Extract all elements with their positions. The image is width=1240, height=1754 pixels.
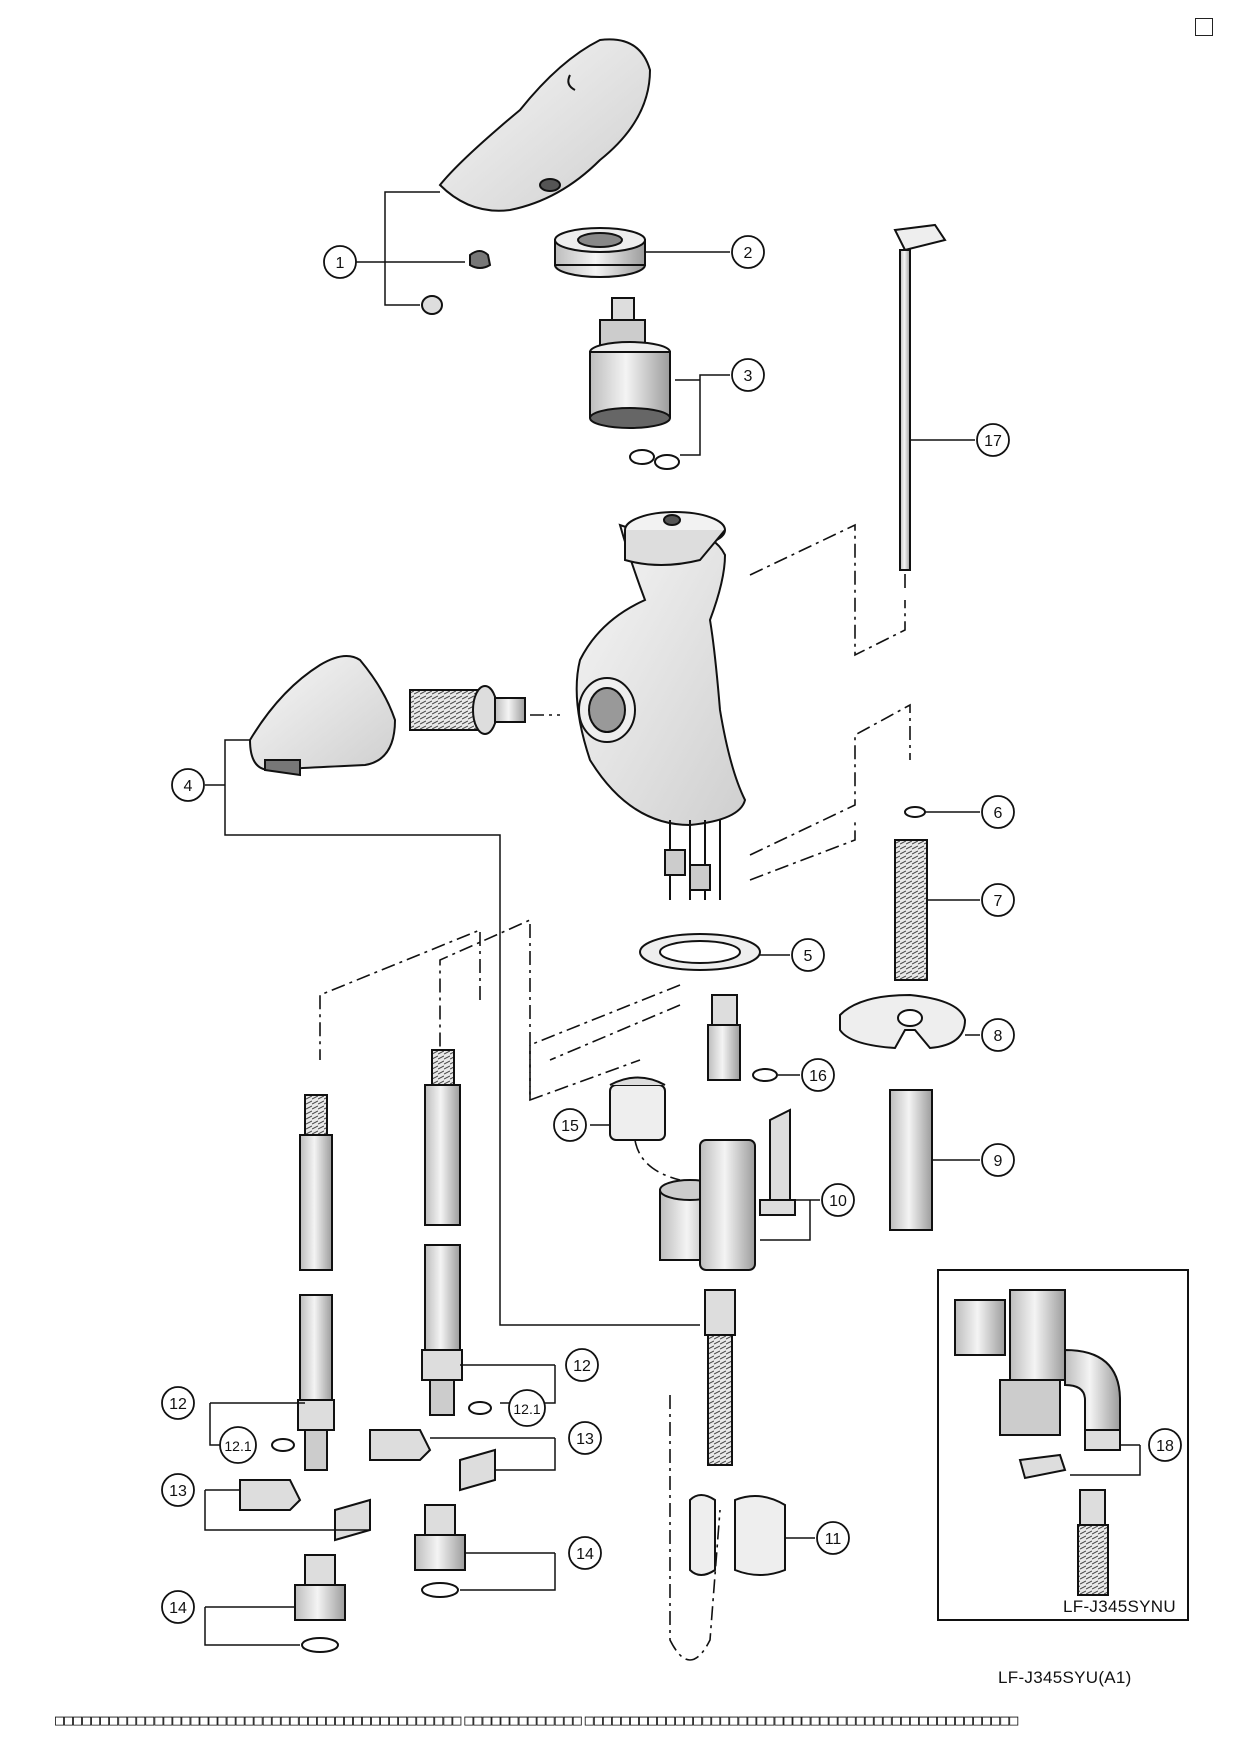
base-gasket (639, 933, 761, 971)
callout-1: 1 (323, 245, 357, 279)
hose-mid (421, 1049, 463, 1416)
leader-14b (460, 1552, 556, 1591)
callout-6: 6 (981, 795, 1015, 829)
o-ring-6 (904, 806, 926, 818)
leader-18 (1070, 1444, 1141, 1476)
threaded-rod-7 (894, 839, 928, 981)
callout-label: 12.1 (513, 1401, 540, 1417)
leader-13a (204, 1489, 370, 1531)
callout-12: 12 (565, 1348, 599, 1382)
cap-nut (554, 227, 646, 278)
o-ring-12-1b (468, 1401, 492, 1415)
leader-4 (224, 739, 700, 1326)
leader-1 (350, 191, 465, 306)
callout-12-1: 12.1 (508, 1389, 546, 1427)
callout-label: 13 (576, 1431, 594, 1448)
callout-label: 15 (561, 1118, 579, 1135)
callout-label: 13 (169, 1483, 187, 1500)
clip (609, 1076, 666, 1141)
callout-label: 17 (984, 433, 1002, 450)
callout-2: 2 (731, 235, 765, 269)
callout-8: 8 (981, 1018, 1015, 1052)
callout-label: 4 (184, 778, 193, 795)
callout-13: 13 (161, 1473, 195, 1507)
callout-13: 13 (568, 1421, 602, 1455)
callout-18: 18 (1148, 1428, 1182, 1462)
guide-lines (319, 523, 911, 1661)
check-valve (707, 994, 778, 1082)
callout-label: 14 (169, 1600, 187, 1617)
main-model-label: LF-J345SYU(A1) (998, 1668, 1132, 1687)
footer-group-1: □□□□□□□□□□□□□□□□□□□□□□□□□□□□□□□□□□□□□□□□… (55, 1712, 462, 1728)
leader-3 (675, 374, 730, 456)
callout-15: 15 (553, 1108, 587, 1142)
union-nut-14a (294, 1554, 346, 1653)
cartridge (589, 297, 680, 470)
inset-box (937, 1269, 1189, 1621)
callout-5: 5 (791, 938, 825, 972)
callout-label: 12.1 (224, 1438, 251, 1454)
callout-16: 16 (801, 1058, 835, 1092)
clip-13b (369, 1429, 496, 1492)
callout-11: 11 (816, 1521, 850, 1555)
callout-12: 12 (161, 1386, 195, 1420)
horseshoe-washer-8 (839, 993, 967, 1050)
callout-14: 14 (568, 1536, 602, 1570)
callout-label: 2 (744, 245, 753, 262)
clip-13a (239, 1479, 371, 1542)
leader-10 (760, 1199, 820, 1241)
rod-17 (893, 223, 947, 571)
footer-strip: □□□□□□□□□□□□□□□□□□□□□□□□□□□□□□□□□□□□□□□□… (55, 1712, 1185, 1728)
valve-assembly (659, 1108, 796, 1271)
page-corner-checkbox (1195, 18, 1213, 36)
callout-label: 10 (829, 1193, 847, 1210)
callout-label: 9 (994, 1153, 1003, 1170)
callout-12-1: 12.1 (219, 1426, 257, 1464)
callout-label: 14 (576, 1546, 594, 1563)
o-ring-12-1a (271, 1438, 295, 1452)
leader-13b (430, 1437, 556, 1471)
callout-14: 14 (161, 1590, 195, 1624)
callout-label: 3 (744, 368, 753, 385)
hose-left (297, 1094, 335, 1471)
callout-label: 16 (809, 1068, 827, 1085)
lever-handle (421, 38, 652, 315)
callout-label: 12 (573, 1358, 591, 1375)
callout-label: 7 (994, 893, 1003, 910)
inset-model-label: LF-J345SYNU (1063, 1597, 1176, 1616)
callout-label: 12 (169, 1396, 187, 1413)
footer-group-2: □□□□□□□□□□□□□ (464, 1712, 582, 1728)
spout (248, 655, 526, 777)
callout-label: 11 (825, 1531, 842, 1548)
callout-9: 9 (981, 1143, 1015, 1177)
hex-nut-9 (889, 1089, 933, 1231)
footer-group-3: □□□□□□□□□□□□□□□□□□□□□□□□□□□□□□□□□□□□□□□□… (584, 1712, 1019, 1728)
union-nut-14b (414, 1504, 466, 1598)
callout-label: 8 (994, 1028, 1003, 1045)
callout-17: 17 (976, 423, 1010, 457)
leader-14a (204, 1606, 300, 1646)
callout-label: 5 (804, 948, 813, 965)
callout-label: 1 (336, 255, 345, 272)
callout-10: 10 (821, 1183, 855, 1217)
callout-label: 6 (994, 805, 1003, 822)
callout-7: 7 (981, 883, 1015, 917)
callout-4: 4 (171, 768, 205, 802)
hose-center (704, 1289, 736, 1466)
faucet-body (575, 511, 747, 900)
split-collar-11 (689, 1494, 786, 1576)
callout-label: 18 (1156, 1438, 1174, 1455)
callout-3: 3 (731, 358, 765, 392)
